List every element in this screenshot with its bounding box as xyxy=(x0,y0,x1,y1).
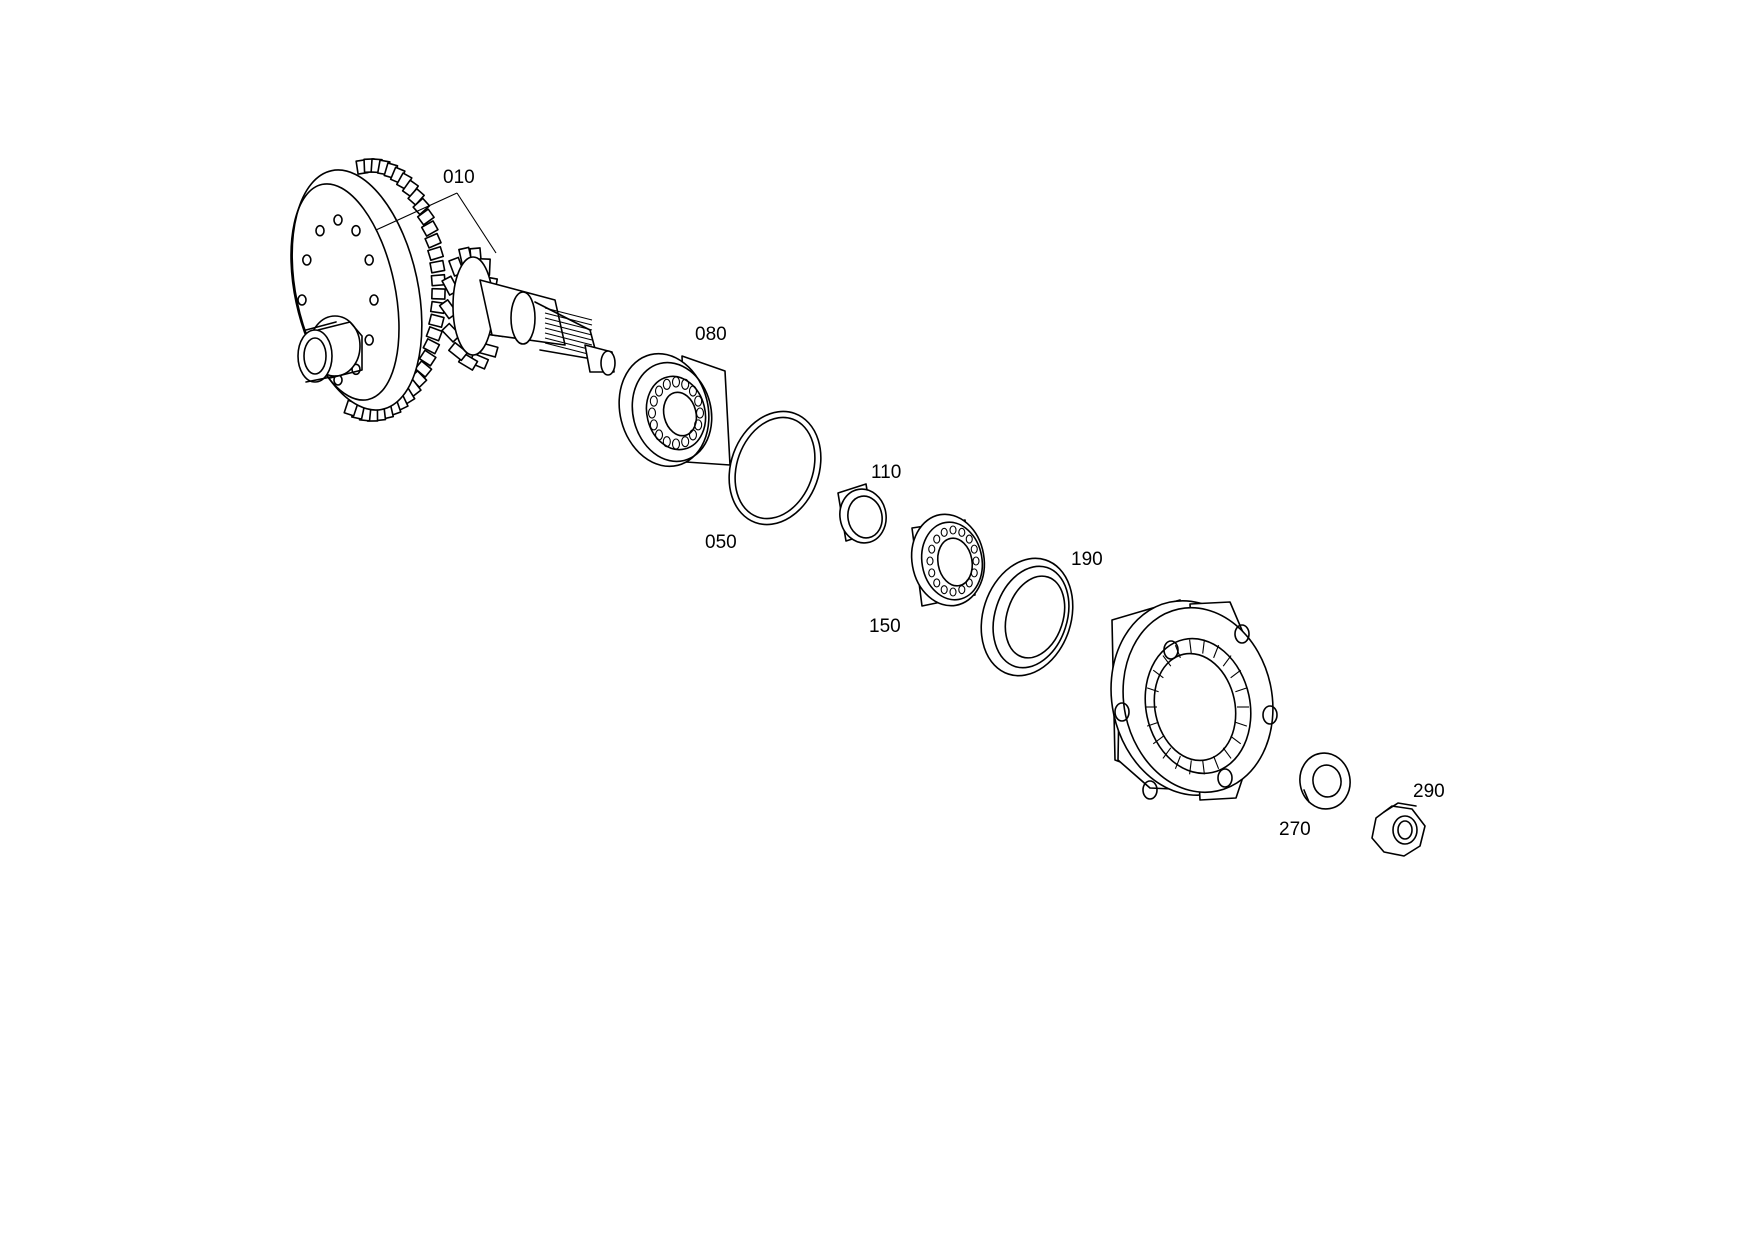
part-150-tapered-bearing xyxy=(910,513,986,607)
part-010-crown-wheel xyxy=(290,158,446,422)
part-270-washer xyxy=(1299,752,1351,810)
label-150: 150 xyxy=(869,616,901,637)
label-270: 270 xyxy=(1279,819,1311,840)
part-190-shaft-seal xyxy=(980,557,1074,677)
label-190: 190 xyxy=(1071,549,1103,570)
part-290-hex-nut xyxy=(1371,802,1426,857)
label-110: 110 xyxy=(871,462,901,483)
leader-lines-010 xyxy=(375,192,497,254)
part-010-pinion-shaft xyxy=(438,246,616,376)
label-010: 010 xyxy=(443,167,475,188)
part-080-roller-bearing xyxy=(618,352,731,468)
label-290: 290 xyxy=(1413,781,1445,802)
part-110-spacer-sleeve xyxy=(837,483,887,544)
label-050: 050 xyxy=(705,532,737,553)
label-080: 080 xyxy=(695,324,727,345)
part-050-shim-ring xyxy=(728,410,822,526)
flange xyxy=(1110,599,1278,801)
position-labels: 010 080 050 110 150 190 270 290 xyxy=(443,167,1445,840)
